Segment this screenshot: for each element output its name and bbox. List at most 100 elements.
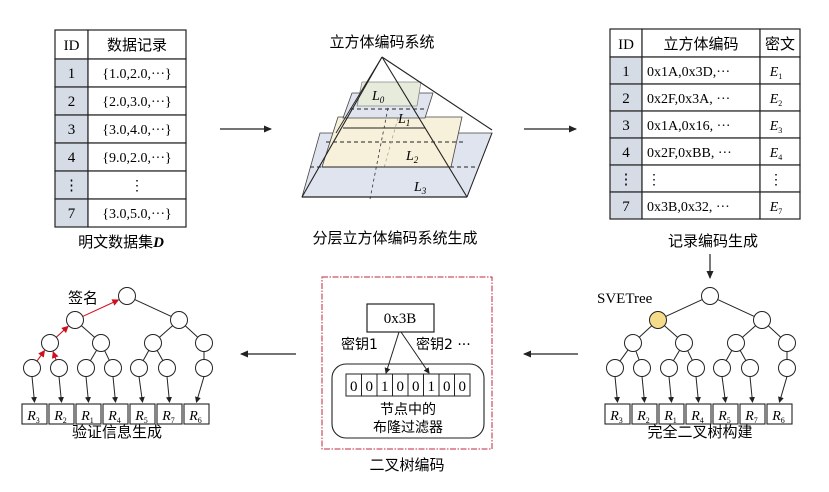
cipher-cell xyxy=(759,137,801,166)
row-record: {1.0,2.0,···} xyxy=(102,67,171,82)
record-cell xyxy=(87,142,187,172)
tree-node xyxy=(624,334,642,352)
row-code: 0x1A,0x16, ··· xyxy=(647,119,731,134)
record-leaf-label: R4 xyxy=(107,409,121,425)
leaf-arrow xyxy=(641,376,647,403)
tree-edge xyxy=(665,299,703,317)
tree-edge xyxy=(767,325,782,338)
tree-node xyxy=(23,359,41,377)
tree-node xyxy=(649,311,667,329)
tree-node xyxy=(130,359,148,377)
leaf-arrow xyxy=(112,376,118,403)
record-leaf-label: R7 xyxy=(744,409,758,425)
signature-path-edge xyxy=(36,349,46,362)
record-leaf-box xyxy=(739,403,766,425)
leaf-arrow xyxy=(85,376,91,403)
record-leaf-box xyxy=(604,403,631,425)
leaf-arrow xyxy=(695,376,701,403)
tree-edge xyxy=(687,350,693,361)
record-leaf-label: R5 xyxy=(134,409,148,425)
row-cipher: ⋮ xyxy=(769,173,783,188)
row-record: {9.0,2.0,···} xyxy=(102,151,171,166)
table-header-ciphertext: 密文 xyxy=(765,35,795,53)
table-row: 7{3.0,5.0,···} xyxy=(54,198,187,228)
bloom-bit-value: 0 xyxy=(443,379,451,395)
leaf-arrow xyxy=(778,376,788,403)
table-row: 1{1.0,2.0,···} xyxy=(54,58,187,88)
tree-node xyxy=(195,359,213,377)
leaf-arrow xyxy=(614,376,620,403)
signature-path-edge xyxy=(51,350,59,361)
layer-L0-plane xyxy=(356,81,422,107)
record-leaf-label: R6 xyxy=(188,409,202,425)
record-encoding-caption: 记录编码生成 xyxy=(668,232,758,250)
tree-edge xyxy=(742,325,756,338)
tree-edge xyxy=(81,325,95,338)
row-record: {2.0,3.0,···} xyxy=(102,95,171,110)
tree-edge xyxy=(725,350,733,361)
tree-edge xyxy=(739,350,747,361)
leaf-arrow xyxy=(138,376,145,403)
table-header-cell xyxy=(87,29,187,60)
row-record: ⋮ xyxy=(130,179,144,194)
record-cell xyxy=(87,58,187,88)
tree-node xyxy=(66,311,84,329)
row-cipher: E3 xyxy=(769,119,783,135)
row-id: 7 xyxy=(622,199,630,215)
tree-node xyxy=(713,359,731,377)
table-row: 2{2.0,3.0,···} xyxy=(54,86,187,116)
row-id: 3 xyxy=(622,118,630,134)
tree-edge xyxy=(159,325,173,338)
bloom-caption-line1: 节点中的 xyxy=(380,402,436,418)
tree-node xyxy=(144,334,162,352)
record-leaf-label: R2 xyxy=(53,409,67,425)
record-leaf-label: R6 xyxy=(771,409,785,425)
tree-edge xyxy=(672,350,681,361)
bloom-bit-cell xyxy=(454,373,471,397)
bloom-bit-value: 0 xyxy=(397,379,405,395)
bloom-bit-value: 0 xyxy=(366,379,374,395)
record-leaf-box xyxy=(685,403,712,425)
record-leaf-box xyxy=(712,403,739,425)
tree-node xyxy=(701,287,719,305)
cube-system-title: 立方体编码系统 xyxy=(329,33,434,51)
bloom-caption-line2: 布隆过滤器 xyxy=(373,420,443,436)
table-row: 3 0x1A,0x16, ··· E3 xyxy=(609,110,801,139)
table-header-cube-code: 立方体编码 xyxy=(663,35,738,53)
signature-path-edge xyxy=(82,299,120,317)
tree-edge xyxy=(664,325,678,338)
bloom-bit-value: 0 xyxy=(350,379,358,395)
table-header-id: ID xyxy=(618,37,634,53)
record-leaf-label: R5 xyxy=(717,409,731,425)
record-cell xyxy=(87,170,187,200)
svetree-label: SVETree xyxy=(597,291,653,307)
row-id: ⋮ xyxy=(619,172,634,188)
cipher-cell xyxy=(759,56,801,85)
row-id: 1 xyxy=(622,64,630,80)
table-row: ⋮⋮ xyxy=(54,170,187,200)
tree-edge xyxy=(142,350,150,361)
key-2-label: 密钥2 ··· xyxy=(416,336,471,353)
tree-node xyxy=(687,359,705,377)
cipher-cell xyxy=(759,83,801,112)
tree-encoding-caption: 二叉树编码 xyxy=(369,456,444,474)
tree-node xyxy=(50,359,68,377)
record-leaf-label: R3 xyxy=(26,409,40,425)
leaf-arrow xyxy=(749,376,755,403)
table-row: 4{9.0,2.0,···} xyxy=(54,142,187,172)
tree-node xyxy=(675,334,693,352)
leaf-arrow xyxy=(668,376,674,403)
tree-node xyxy=(778,359,796,377)
table-header-record: 数据记录 xyxy=(107,36,167,54)
record-leaf-label: R7 xyxy=(161,409,175,425)
plaintext-dataset-table: ID 数据记录 1{1.0,2.0,···}2{2.0,3.0,···}3{3.… xyxy=(54,29,187,251)
cipher-cell xyxy=(759,110,801,139)
tree-edge xyxy=(89,350,98,361)
bloom-bit-value: 1 xyxy=(428,379,436,395)
